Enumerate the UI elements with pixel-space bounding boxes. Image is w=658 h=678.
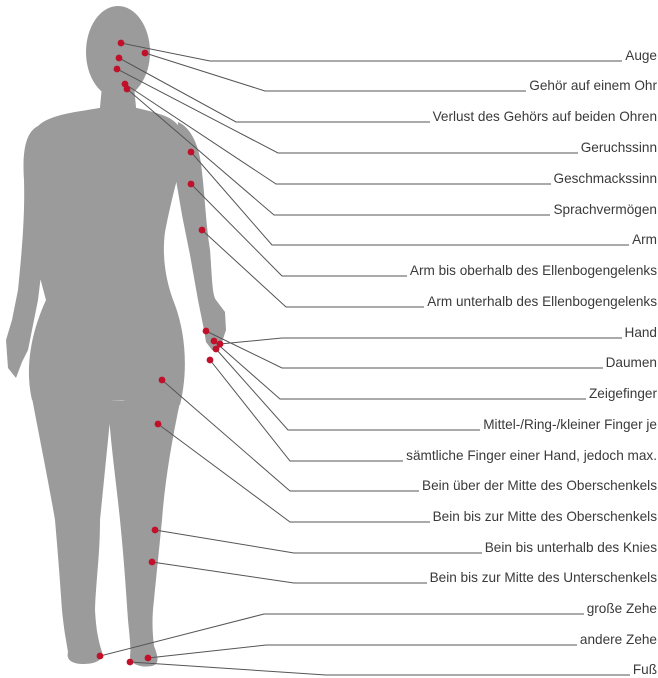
leader-line	[127, 89, 650, 215]
marker-dot	[116, 55, 123, 62]
marker-dot	[97, 653, 104, 660]
leader-line	[191, 152, 650, 245]
label-geschmackssinn: Geschmackssinn	[551, 171, 658, 187]
label-hand: Hand	[622, 325, 658, 341]
marker-dot	[203, 328, 210, 335]
label-bein-bis-mitte-oberschenkel: Bein bis zur Mitte des Oberschenkels	[430, 509, 657, 525]
label-sprachvermoegen: Sprachvermögen	[550, 202, 657, 218]
label-gehoer-ein-ohr: Gehör auf einem Ohr	[526, 78, 657, 94]
marker-dot	[188, 149, 195, 156]
leader-line	[214, 341, 650, 399]
marker-dot	[127, 659, 134, 666]
leader-line	[100, 614, 650, 656]
label-arm-oberhalb-ellenbogen: Arm bis oberhalb des Ellenbogengelenks	[407, 263, 657, 279]
marker-dot	[199, 227, 206, 234]
marker-dot	[114, 66, 121, 73]
label-mittel-ring-kleiner-finger: Mittel-/Ring-/kleiner Finger je	[480, 417, 657, 433]
marker-dot	[207, 357, 214, 364]
label-bein-unterhalb-knie: Bein bis unterhalb des Knies	[482, 540, 657, 556]
marker-dot	[118, 40, 125, 47]
label-daumen: Daumen	[603, 355, 657, 371]
leader-line	[206, 331, 650, 368]
leader-line	[158, 424, 650, 522]
marker-dot	[142, 50, 149, 57]
marker-dot	[213, 346, 220, 353]
marker-dot	[211, 338, 218, 345]
marker-dot	[124, 86, 131, 93]
label-zeigefinger: Zeigefinger	[586, 386, 657, 402]
label-grosse-zehe: große Zehe	[584, 601, 657, 617]
leader-line	[125, 84, 650, 184]
label-arm-unterhalb-ellenbogen: Arm unterhalb des Ellenbogengelenks	[424, 294, 657, 310]
marker-dot	[152, 527, 159, 534]
leader-line	[210, 360, 650, 461]
human-silhouette	[6, 6, 226, 667]
leader-line	[148, 645, 650, 658]
marker-dot	[145, 655, 152, 662]
marker-dot	[149, 559, 156, 566]
label-fuss: Fuß	[630, 662, 657, 678]
label-geruchssinn: Geruchssinn	[578, 140, 657, 156]
marker-dot	[155, 421, 162, 428]
label-gehoer-beide-ohren: Verlust des Gehörs auf beiden Ohren	[430, 109, 657, 125]
leader-line	[220, 338, 650, 344]
leader-line	[162, 380, 650, 491]
marker-dot	[188, 181, 195, 188]
leader-line	[130, 662, 650, 675]
label-arm: Arm	[629, 232, 657, 248]
label-andere-zehe: andere Zehe	[577, 632, 657, 648]
label-bein-mitte-unterschenkel: Bein bis zur Mitte des Unterschenkels	[427, 570, 657, 586]
label-saemtliche-finger: sämtliche Finger einer Hand, jedoch max.	[403, 448, 657, 464]
leader-line	[121, 43, 650, 61]
label-bein-ueber-mitte-oberschenkel: Bein über der Mitte des Oberschenkels	[419, 478, 657, 494]
marker-dot	[159, 377, 166, 384]
label-auge: Auge	[622, 48, 657, 64]
